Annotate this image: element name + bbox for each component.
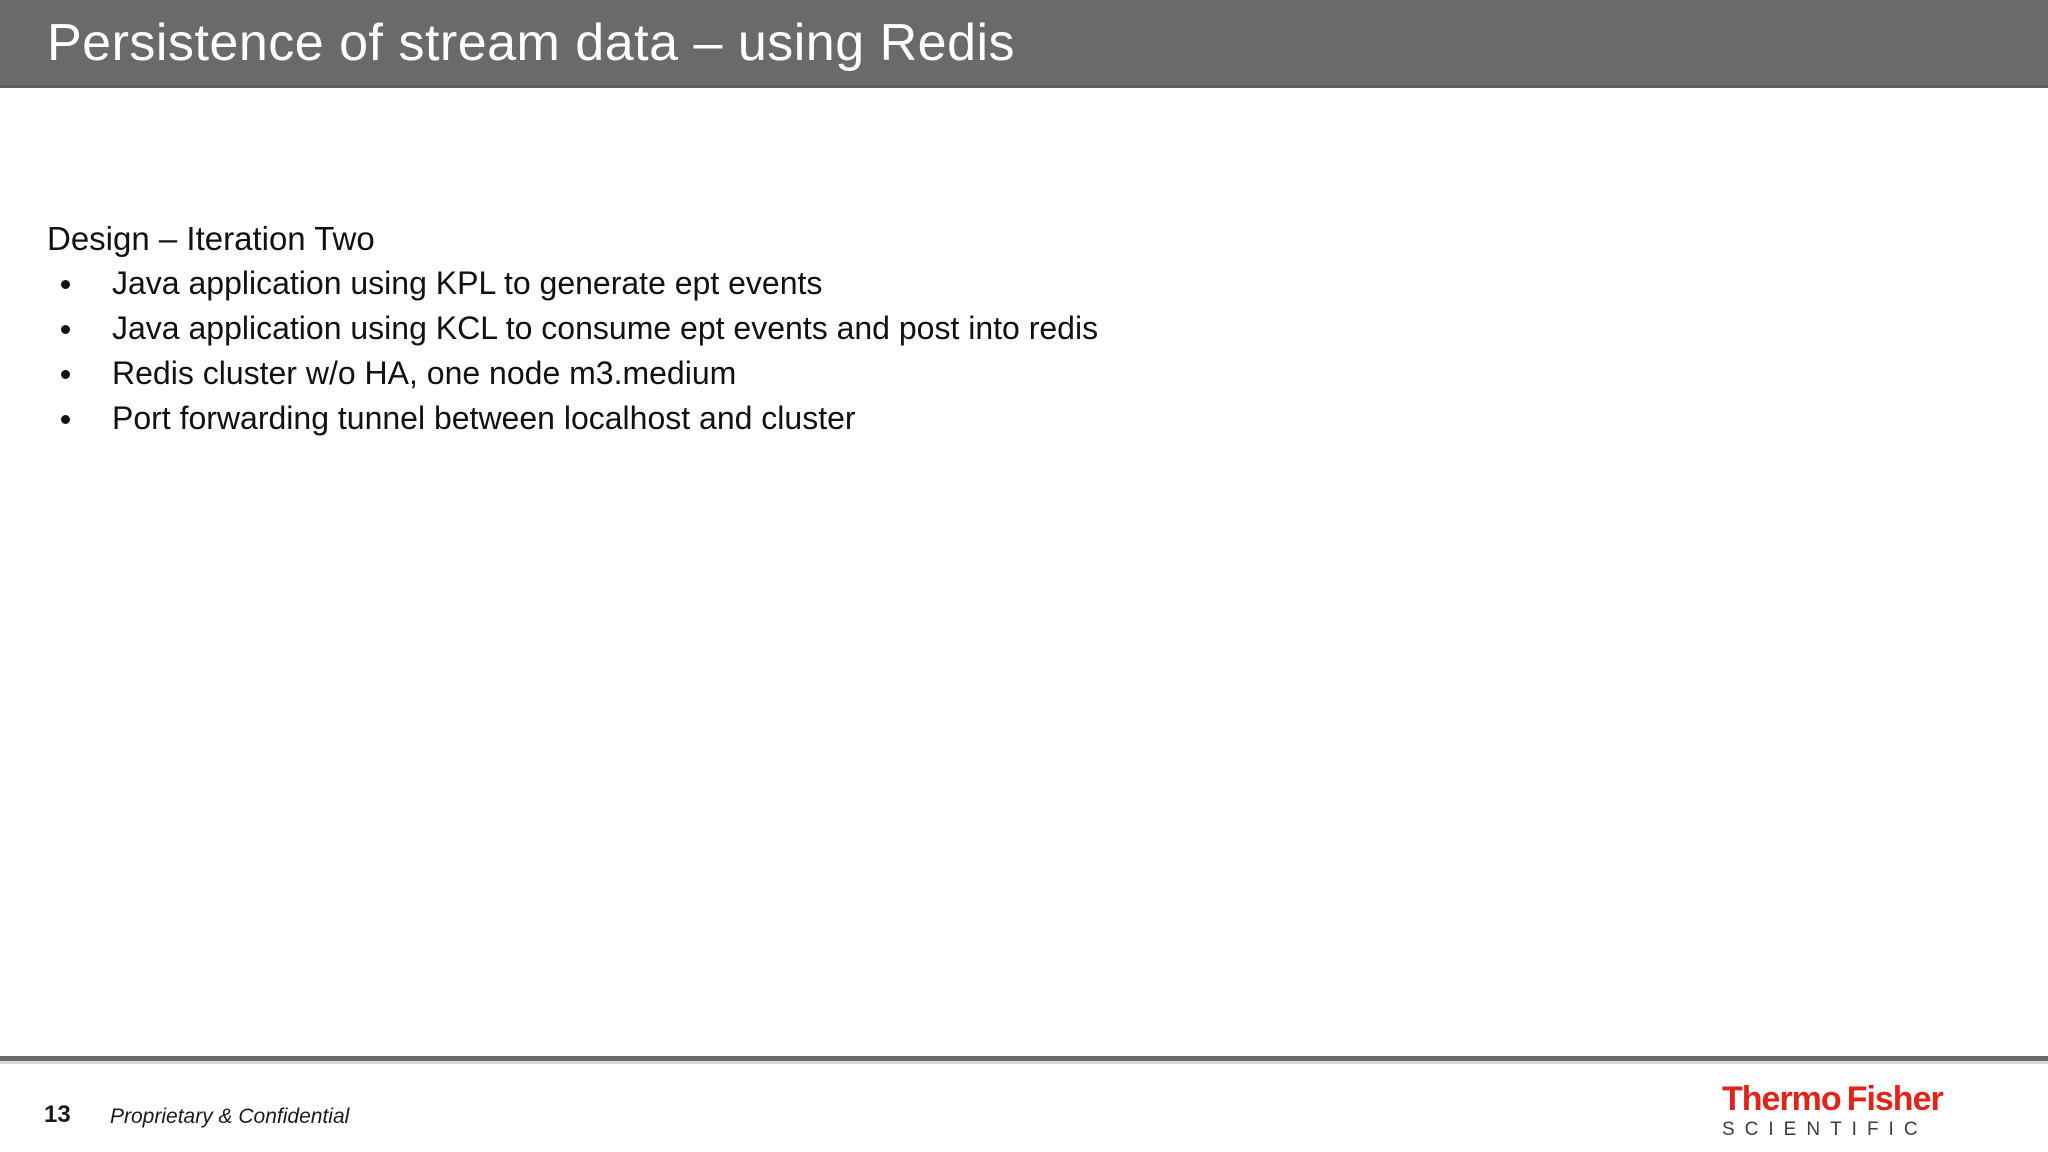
bullet-item: Redis cluster w/o HA, one node m3.medium — [47, 351, 1747, 396]
bullet-icon — [61, 370, 70, 379]
bullet-text: Redis cluster w/o HA, one node m3.medium — [112, 355, 737, 391]
logo-fisher-text: Fisher — [1846, 1080, 1944, 1118]
bullet-item: Port forwarding tunnel between localhost… — [47, 396, 1747, 441]
bullet-text: Port forwarding tunnel between localhost… — [112, 400, 856, 436]
logo-thermo-text: Thermo — [1722, 1080, 1842, 1118]
logo-scientific-text: SCIENTIFIC — [1722, 1119, 1928, 1140]
bullet-text: Java application using KPL to generate e… — [112, 265, 823, 301]
bullet-item: Java application using KCL to consume ep… — [47, 306, 1747, 351]
slide-title: Persistence of stream data – using Redis — [47, 13, 1016, 72]
page-number: 13 — [44, 1101, 71, 1128]
bullet-text: Java application using KCL to consume ep… — [112, 310, 1099, 346]
thermofisher-logo: Thermo Fisher SCIENTIFIC — [1722, 1082, 1952, 1140]
content-heading: Design – Iteration Two — [47, 220, 375, 257]
bullet-icon — [61, 280, 70, 289]
bullet-icon — [61, 325, 70, 334]
confidential-label: Proprietary & Confidential — [110, 1105, 350, 1128]
bullet-icon — [61, 415, 70, 424]
content-block: Design – Iteration Two Java application … — [47, 216, 1747, 441]
bullet-item: Java application using KPL to generate e… — [47, 261, 1747, 306]
footer-divider — [0, 1056, 2048, 1064]
logo-wordmark: Thermo Fisher — [1722, 1082, 1952, 1116]
bullet-list: Java application using KPL to generate e… — [47, 261, 1747, 441]
header-bar: Persistence of stream data – using Redis — [0, 0, 2048, 88]
